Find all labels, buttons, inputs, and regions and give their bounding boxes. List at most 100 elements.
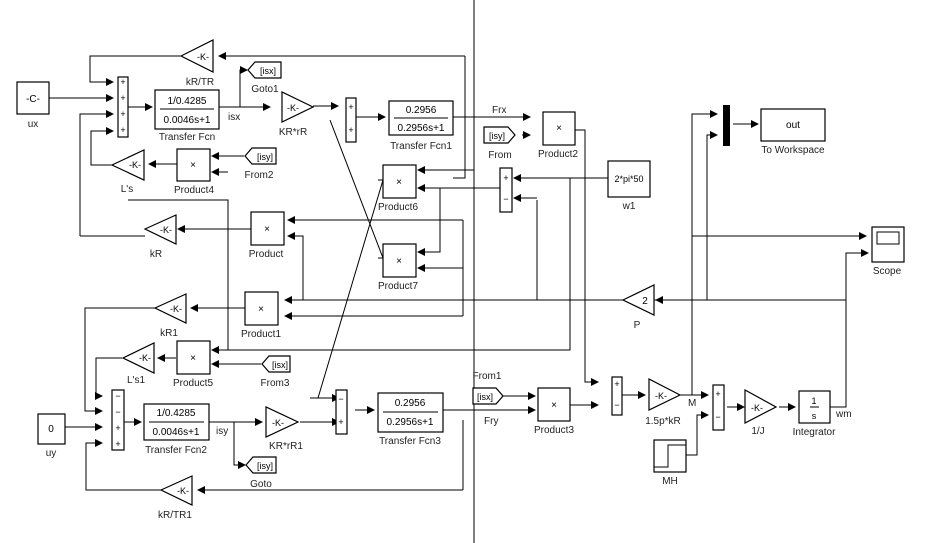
transfer-fcn-block[interactable]: 1/0.4285 0.0046s+1 Transfer Fcn bbox=[154, 89, 220, 143]
gain-1-J[interactable]: -K- 1/J bbox=[744, 388, 778, 437]
svg-text:×: × bbox=[264, 224, 270, 235]
signal-Frx-label: Frx bbox=[492, 105, 506, 116]
product7-block[interactable]: × Product7 bbox=[378, 243, 418, 292]
svg-text:×: × bbox=[396, 177, 402, 188]
svg-text:ux: ux bbox=[28, 119, 39, 130]
integrator-block[interactable]: 1 s Integrator bbox=[793, 390, 836, 438]
svg-text:−: − bbox=[338, 394, 343, 404]
sum-w-block[interactable]: + − bbox=[499, 167, 513, 213]
svg-text:-K-: -K- bbox=[177, 486, 189, 496]
svg-text:Transfer Fcn2: Transfer Fcn2 bbox=[145, 445, 207, 456]
svg-text:+: + bbox=[348, 125, 353, 135]
svg-text:1: 1 bbox=[811, 396, 816, 406]
product1-block[interactable]: × Product1 bbox=[241, 291, 281, 340]
svg-text:Product: Product bbox=[249, 249, 284, 260]
svg-text:-K-: -K- bbox=[129, 160, 141, 170]
gain-Ls1[interactable]: -K- L's1 bbox=[121, 342, 155, 386]
svg-text:2*pi*50: 2*pi*50 bbox=[614, 174, 643, 184]
svg-text:Product6: Product6 bbox=[378, 202, 418, 213]
svg-text:Product7: Product7 bbox=[378, 281, 418, 292]
svg-text:From2: From2 bbox=[245, 170, 274, 181]
svg-text:uy: uy bbox=[46, 448, 57, 459]
svg-text:0.2956s+1: 0.2956s+1 bbox=[398, 123, 445, 134]
ux-constant-block[interactable]: -C- ux bbox=[16, 81, 50, 130]
svg-text:1/0.4285: 1/0.4285 bbox=[168, 96, 207, 107]
svg-text:L's: L's bbox=[121, 184, 133, 195]
sum1-block[interactable]: + + + + bbox=[117, 76, 129, 138]
svg-text:×: × bbox=[396, 256, 402, 267]
MH-step-block[interactable]: MH bbox=[653, 439, 687, 487]
svg-text:Transfer Fcn3: Transfer Fcn3 bbox=[379, 436, 441, 447]
svg-text:+: + bbox=[120, 109, 125, 119]
svg-text:w1: w1 bbox=[622, 201, 636, 212]
from3-tag[interactable]: [isx] From3 bbox=[261, 355, 291, 389]
gain-KRrR1[interactable]: -K- KR*rR1 bbox=[265, 406, 303, 452]
product-block[interactable]: × Product bbox=[249, 211, 285, 260]
signal-wm-label: wm bbox=[835, 409, 852, 420]
gain-kR-TR1[interactable]: -K- kR/TR1 bbox=[158, 475, 193, 521]
svg-text:1.5p*kR: 1.5p*kR bbox=[645, 416, 681, 427]
goto-tag[interactable]: [isy] Goto bbox=[245, 456, 277, 490]
scope-block[interactable]: Scope bbox=[871, 226, 905, 277]
uy-constant-block[interactable]: 0 uy bbox=[37, 413, 66, 459]
svg-text:0.0046s+1: 0.0046s+1 bbox=[153, 427, 200, 438]
goto1-tag[interactable]: [isx] Goto1 bbox=[247, 61, 282, 95]
transfer-fcn3-block[interactable]: 0.2956 0.2956s+1 Transfer Fcn3 bbox=[377, 392, 444, 447]
transfer-fcn2-block[interactable]: 1/0.4285 0.0046s+1 Transfer Fcn2 bbox=[143, 403, 210, 456]
w1-constant-block[interactable]: 2*pi*50 w1 bbox=[607, 160, 651, 212]
svg-text:[isx]: [isx] bbox=[260, 66, 276, 76]
sum-T-block[interactable]: + − bbox=[611, 376, 623, 416]
svg-text:KR*rR1: KR*rR1 bbox=[269, 441, 303, 452]
svg-text:[isx]: [isx] bbox=[477, 392, 493, 402]
gain-kR1[interactable]: -K- kR1 bbox=[153, 293, 187, 339]
from1-tag[interactable]: [isx] From1 bbox=[472, 371, 504, 405]
sum-Ky-block[interactable]: − + bbox=[335, 389, 348, 435]
to-workspace-block[interactable]: out To Workspace bbox=[760, 108, 826, 156]
svg-text:+: + bbox=[614, 379, 619, 389]
svg-text:0.2956: 0.2956 bbox=[406, 105, 437, 116]
svg-text:KR*rR: KR*rR bbox=[279, 127, 307, 138]
product5-block[interactable]: × Product5 bbox=[173, 340, 213, 389]
sum2-block[interactable]: − − + + bbox=[111, 389, 125, 451]
gain-1-5pkR[interactable]: -K- 1.5p*kR bbox=[645, 378, 682, 427]
svg-text:out: out bbox=[786, 120, 800, 131]
svg-text:-K-: -K- bbox=[170, 304, 182, 314]
gain-KRrR[interactable]: -K- KR*rR bbox=[279, 91, 315, 138]
svg-text:+: + bbox=[503, 173, 508, 183]
product3-block[interactable]: × Product3 bbox=[534, 387, 574, 436]
svg-text:-K-: -K- bbox=[139, 353, 151, 363]
svg-text:Integrator: Integrator bbox=[793, 427, 836, 438]
svg-text:[isy]: [isy] bbox=[257, 461, 273, 471]
svg-text:+: + bbox=[120, 77, 125, 87]
from-tag[interactable]: [isy] From bbox=[483, 126, 516, 161]
product6-block[interactable]: × Product6 bbox=[378, 164, 418, 213]
gain-Ls[interactable]: -K- L's bbox=[110, 149, 145, 195]
svg-text:+: + bbox=[715, 389, 720, 399]
gain-kR-TR[interactable]: -K- kR/TR bbox=[179, 39, 214, 88]
mux-block[interactable] bbox=[723, 105, 730, 146]
svg-text:kR/TR: kR/TR bbox=[186, 77, 214, 88]
svg-text:×: × bbox=[190, 160, 196, 171]
svg-text:Transfer Fcn: Transfer Fcn bbox=[159, 132, 215, 143]
sum-M-block[interactable]: + − bbox=[712, 384, 725, 431]
svg-text:-K-: -K- bbox=[655, 391, 667, 401]
svg-text:×: × bbox=[551, 400, 557, 411]
svg-text:2: 2 bbox=[642, 296, 648, 307]
transfer-fcn1-block[interactable]: 0.2956 0.2956s+1 Transfer Fcn1 bbox=[388, 100, 454, 152]
svg-text:[isx]: [isx] bbox=[272, 360, 288, 370]
product4-block[interactable]: × Product4 bbox=[174, 148, 214, 196]
svg-text:P: P bbox=[634, 320, 641, 331]
gain-kR[interactable]: -K- kR bbox=[143, 214, 177, 260]
svg-text:Goto1: Goto1 bbox=[251, 84, 279, 95]
svg-text:×: × bbox=[258, 304, 264, 315]
gain-P[interactable]: 2 P bbox=[621, 284, 655, 331]
svg-text:Product3: Product3 bbox=[534, 425, 574, 436]
svg-text:-K-: -K- bbox=[272, 418, 284, 428]
from2-tag[interactable]: [isy] From2 bbox=[244, 147, 277, 181]
svg-text:-K-: -K- bbox=[751, 403, 763, 413]
sum-Kx-block[interactable]: + + bbox=[345, 97, 357, 143]
product2-block[interactable]: × Product2 bbox=[538, 111, 578, 160]
svg-text:1/J: 1/J bbox=[751, 426, 764, 437]
svg-text:Product5: Product5 bbox=[173, 378, 213, 389]
